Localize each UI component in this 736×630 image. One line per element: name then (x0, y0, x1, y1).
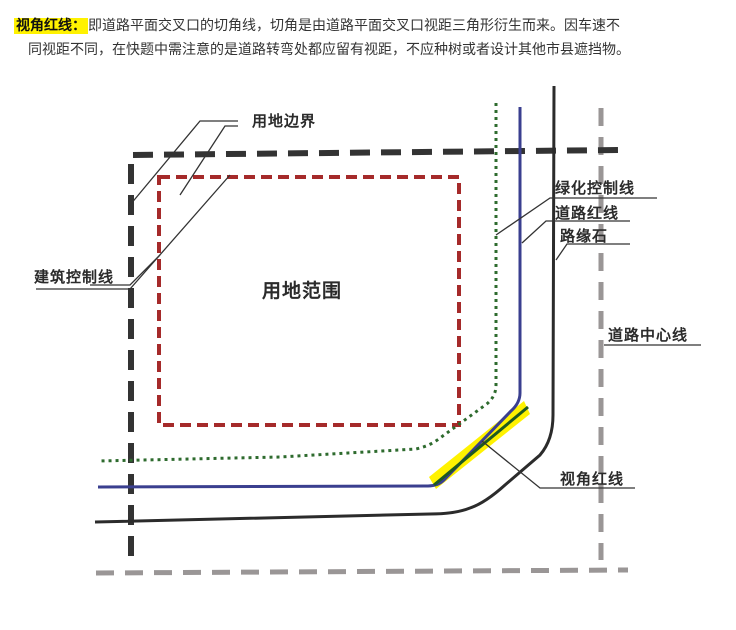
leader-sight-line (481, 440, 635, 489)
label-building-control-line: 建筑控制线 (34, 268, 114, 286)
land-boundary-line (128, 147, 619, 556)
label-curb: 路缘石 (560, 227, 608, 245)
road-center-line-horizontal (95, 567, 629, 576)
label-sight-red-line: 视角红线 (560, 470, 624, 488)
label-road-red-line: 道路红线 (555, 204, 619, 222)
intro-line-2: 同视距不同，在快题中需注意的是道路转弯处都应留有视距，不应种树或者设计其他市县遮… (28, 42, 630, 58)
leader-green-control (495, 197, 657, 236)
leader-land-boundary-b (179, 125, 238, 196)
leader-building-control-b (90, 254, 161, 286)
leader-building-control-a (36, 174, 231, 290)
sight-red-line (433, 405, 529, 487)
curb-line (94, 85, 556, 524)
label-land-boundary: 用地边界 (252, 112, 316, 130)
green-control-line (97, 103, 498, 463)
label-road-center-line: 道路中心线 (608, 326, 688, 344)
intro-text-1: 即道路平面交叉口的切角线，切角是由道路平面交叉口视距三角形衍生而来。因车速不 (88, 18, 620, 34)
intro-paragraph: 视角红线：即道路平面交叉口的切角线，切角是由道路平面交叉口视距三角形衍生而来。因… (14, 14, 724, 62)
building-control-line (157, 175, 461, 427)
leader-land-boundary-a (129, 120, 238, 206)
road-red-line (97, 107, 522, 489)
leader-road-red-line (521, 220, 630, 244)
label-land-area: 用地范围 (262, 279, 342, 302)
label-green-control-line: 绿化控制线 (555, 179, 635, 197)
intro-line-1: 视角红线：即道路平面交叉口的切角线，切角是由道路平面交叉口视距三角形衍生而来。因… (14, 14, 724, 38)
term-highlight: 视角红线： (14, 18, 88, 34)
leader-curb (555, 243, 630, 261)
